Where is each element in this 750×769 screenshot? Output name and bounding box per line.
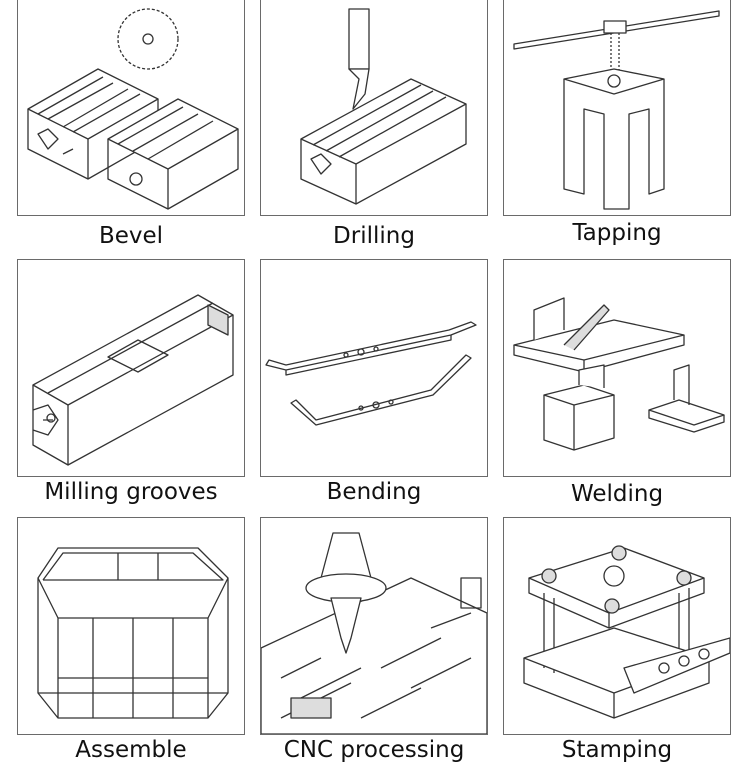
process-label: Bending	[326, 479, 422, 505]
frame-assembly-icon	[17, 517, 245, 735]
process-label: Milling grooves	[44, 479, 218, 505]
stamping-die-icon	[503, 517, 731, 735]
process-label: Assemble	[75, 737, 187, 763]
bent-bar-icon	[260, 259, 488, 477]
process-label: Stamping	[561, 737, 673, 763]
drill-icon	[260, 0, 488, 216]
milling-profile-icon	[17, 259, 245, 477]
cnc-spindle-icon	[260, 517, 488, 735]
process-label: Drilling	[333, 223, 415, 249]
welded-parts-icon	[503, 259, 731, 477]
process-label: Bevel	[98, 223, 164, 249]
process-label: Welding	[570, 481, 664, 507]
process-label: Tapping	[572, 220, 662, 246]
bevel-saw-icon	[17, 0, 245, 216]
tap-wrench-icon	[503, 0, 731, 216]
process-label: CNC processing	[283, 737, 465, 763]
